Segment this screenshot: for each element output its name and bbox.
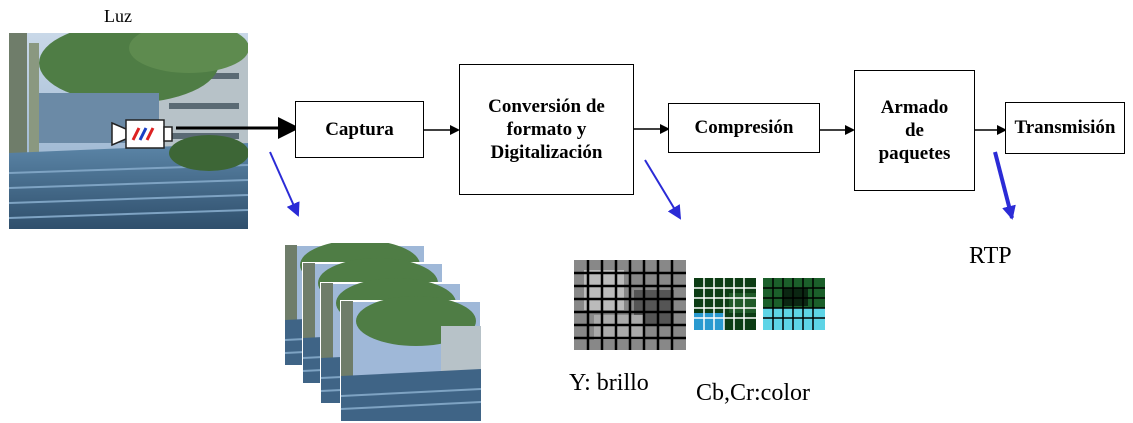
chroma-label: Cb,Cr:color xyxy=(696,380,810,406)
arrow-packets-to-rtp xyxy=(993,151,1016,220)
arrow-conversion-to-blocks xyxy=(644,159,682,220)
stage-conversion-label: Conversión de formato y Digitalización xyxy=(488,95,605,164)
light-label: Luz xyxy=(104,6,132,26)
source-scene-photo xyxy=(9,33,248,229)
stage-capture-label: Captura xyxy=(325,118,394,140)
cb-block-grid xyxy=(694,278,756,330)
arrow-capture-to-frames xyxy=(269,151,300,217)
luma-block-grid xyxy=(574,260,686,350)
rtp-label: RTP xyxy=(969,243,1012,269)
stage-transmission-label: Transmisión xyxy=(1014,117,1116,139)
captured-frames-stack xyxy=(283,243,493,423)
stage-packets: Armado de paquetes xyxy=(854,70,975,191)
stage-conversion: Conversión de formato y Digitalización xyxy=(459,64,634,195)
luma-label: Y: brillo xyxy=(569,370,649,396)
stage-transmission: Transmisión xyxy=(1005,102,1125,154)
stage-capture: Captura xyxy=(295,101,424,158)
video-camera-icon xyxy=(110,113,176,153)
stage-compression-label: Compresión xyxy=(694,117,794,139)
cr-block-grid xyxy=(763,278,825,330)
stage-packets-label: Armado de paquetes xyxy=(878,96,951,165)
stage-compression: Compresión xyxy=(668,103,820,153)
